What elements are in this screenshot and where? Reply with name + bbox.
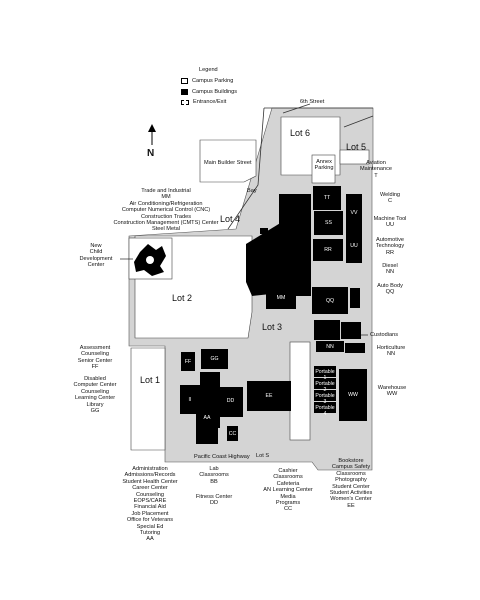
building-aa[interactable]: AA [203,415,211,421]
building-ii[interactable]: II [188,397,192,403]
building-ww[interactable]: WW [348,392,358,398]
lot-5-label: Lot 5 [346,142,367,152]
disabled-label: Disabled Computer Center Counseling Lear… [73,376,117,415]
building-rr[interactable]: RR [324,247,332,253]
lot-3-label: Lot 3 [262,322,283,332]
fitness-label: Fitness Center DD [195,494,233,507]
building-ee[interactable]: EE [265,393,273,399]
campus-buildings [180,186,367,444]
diesel-label: Diesel NN [382,263,398,276]
automotive-label: Automotive Technology RR [375,237,405,256]
auto-body-label: Auto Body QQ [377,283,403,296]
machine-tool-label: Machine Tool UU [373,216,407,229]
lot-s-label: Lot S [256,453,270,459]
legend-entrance-label: Entrance/Exit [193,99,227,105]
legend-parking: Campus Parking [181,78,233,84]
trades-label: Trade and Industrial MM Air Conditioning… [113,188,219,233]
legend-parking-label: Campus Parking [192,78,234,84]
building-swatch-icon [181,89,188,95]
lot-4-label: Lot 4 [220,214,241,224]
lot-1-label: Lot 1 [140,375,161,385]
lot-2-label: Lot 2 [172,293,193,303]
portable-4[interactable]: Portable 4 [315,405,335,417]
building-qq[interactable]: QQ [325,298,335,304]
horticulture-label: Horticulture NN [376,345,406,358]
building-mm[interactable]: MM [276,295,286,301]
portable-1[interactable]: Portable 1 [315,369,335,381]
north-label: N [147,148,155,159]
bookstore-label: Bookstore Campus Safety Classrooms Photo… [329,458,373,509]
lot-6-label: Lot 6 [290,128,311,138]
annex-parking-label: Annex Parking [314,159,334,172]
building-ss[interactable]: SS [325,220,332,226]
building-tt[interactable]: TT [323,195,331,201]
building-vv[interactable]: VV [350,210,358,216]
lot-1 [130,347,166,451]
legend-buildings: Campus Buildings [181,89,237,95]
building-cc[interactable]: CC [228,431,237,437]
building-ff[interactable]: FF [184,359,192,365]
bay-label: Bay [247,188,257,194]
aviation-label: Aviation Maintenance T [359,160,393,179]
building-nn[interactable]: NN [326,344,334,350]
classrooms-bb-label: Lab Classrooms BB [199,466,229,485]
assessment-label: Assessment Counseling Senior Center FF [77,345,113,371]
sixth-street-label: 6th Street [300,99,325,105]
walkway [289,341,311,441]
entrance-swatch-icon [181,99,189,105]
warehouse-label: Warehouse WW [377,385,407,398]
welding-label: Welding C [379,192,401,205]
annex-parking [311,154,336,184]
pacific-coast-label: Pacific Coast Highway [194,454,250,460]
admin-label: Administration Admissions/Records Studen… [122,466,178,543]
main-builder-area [199,139,257,183]
custodians-label: Custodians [370,332,398,338]
parking-swatch-icon [181,78,188,84]
portable-2[interactable]: Portable 2 [315,381,335,393]
legend-title: Legend [199,67,218,73]
street-outlines [227,103,374,230]
north-arrow [148,124,156,145]
portable-3[interactable]: Portable 3 [315,393,335,405]
child-development-center [128,237,173,280]
building-dd[interactable]: DD [226,398,235,404]
building-uu[interactable]: UU [350,243,358,249]
building-gg[interactable]: GG [210,356,219,362]
main-builder-label: Main Builder Street [204,160,252,166]
legend-entrance: Entrance/Exit [181,99,226,105]
legend-buildings-label: Campus Buildings [192,89,238,95]
cashier-label: Cashier Classrooms Cafeteria AN Learning… [263,468,313,513]
new-child-label: New Child Development Center [79,243,113,269]
leader-lines [120,258,368,336]
